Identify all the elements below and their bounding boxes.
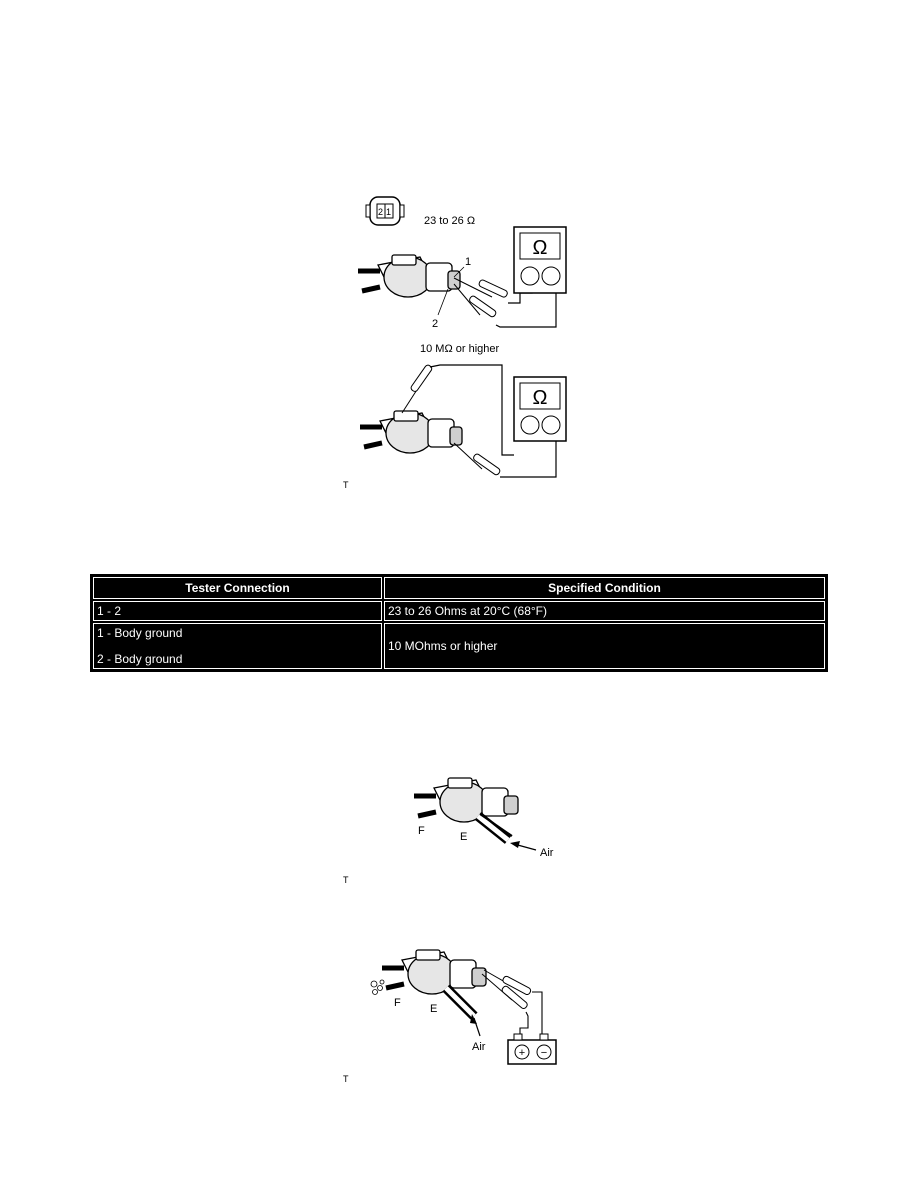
insulation-spec-label: 10 MΩ or higher <box>420 343 499 355</box>
port-label-e: E <box>460 831 467 843</box>
vsv-sensor-lower-icon <box>360 410 463 454</box>
table-header-row: Tester Connection Specified Condition <box>93 577 825 599</box>
connection-value: 2 - Body ground <box>97 652 183 666</box>
table-cell-condition: 10 MOhms or higher <box>384 623 825 669</box>
air-label: Air <box>540 847 554 859</box>
port-label-e: E <box>430 1003 437 1015</box>
vsv-sensor-upper-icon <box>358 254 461 298</box>
figure-airflow-no-power: F E Air <box>408 768 588 863</box>
connector-pin-right: 1 <box>386 207 391 217</box>
figure3-mark: T <box>343 1074 349 1084</box>
pin-callout-1: 1 <box>465 256 471 268</box>
connection-value: 1 - 2 <box>97 604 122 618</box>
airflow-battery-diagram: + − F E Air <box>370 949 557 1065</box>
air-arrow-icon <box>510 841 537 851</box>
figure2-mark: T <box>343 875 349 885</box>
figure1-mark: T <box>343 480 349 490</box>
table-cell-condition: 23 to 26 Ohms at 20°C (68°F) <box>384 601 825 621</box>
connector-pin-left: 2 <box>378 207 383 217</box>
resistance-check-diagram: 2 1 23 to 26 Ω 1 2 <box>358 196 567 478</box>
pin-callout-2: 2 <box>432 318 438 330</box>
battery-leads <box>481 969 543 1034</box>
air-outlet-puff-icon <box>370 979 385 995</box>
figure-airflow-battery: + − F E Air <box>362 938 577 1070</box>
battery-negative-terminal: − <box>541 1047 547 1059</box>
tester-probes-lower <box>401 364 557 478</box>
resistance-spec-label: 23 to 26 Ω <box>424 215 475 227</box>
table-row: 1 - 2 23 to 26 Ohms at 20°C (68°F) <box>93 601 825 621</box>
airflow-no-power-diagram: F E Air <box>414 777 554 859</box>
ohmmeter-lower-icon: Ω <box>513 376 567 442</box>
header-specified-condition: Specified Condition <box>384 577 825 599</box>
vsv-sensor-icon <box>382 949 487 995</box>
header-tester-connection: Tester Connection <box>93 577 382 599</box>
battery-icon: + − <box>507 1033 557 1065</box>
battery-positive-terminal: + <box>519 1047 525 1059</box>
air-arrow-icon <box>470 1014 481 1037</box>
table-cell-connection: 1 - 2 <box>93 601 382 621</box>
port-label-f: F <box>418 825 425 837</box>
ohm-symbol-upper: Ω <box>533 237 548 259</box>
connector-face-icon: 2 1 <box>365 196 405 226</box>
table-cell-connection: 1 - Body ground 2 - Body ground <box>93 623 382 669</box>
air-label: Air <box>472 1041 486 1053</box>
port-label-f: F <box>394 997 401 1009</box>
ohm-symbol-lower: Ω <box>533 387 548 409</box>
ohmmeter-upper-icon: Ω <box>513 226 567 294</box>
air-hose-icon <box>442 984 478 1020</box>
resistance-spec-table: Tester Connection Specified Condition 1 … <box>90 574 828 672</box>
vsv-sensor-icon <box>414 777 519 823</box>
figure-resistance-check: 2 1 23 to 26 Ω 1 2 <box>350 185 610 485</box>
table-row: 1 - Body ground 2 - Body ground 10 MOhms… <box>93 623 825 669</box>
connection-value: 1 - Body ground <box>97 626 183 640</box>
air-hose-icon <box>474 812 513 844</box>
